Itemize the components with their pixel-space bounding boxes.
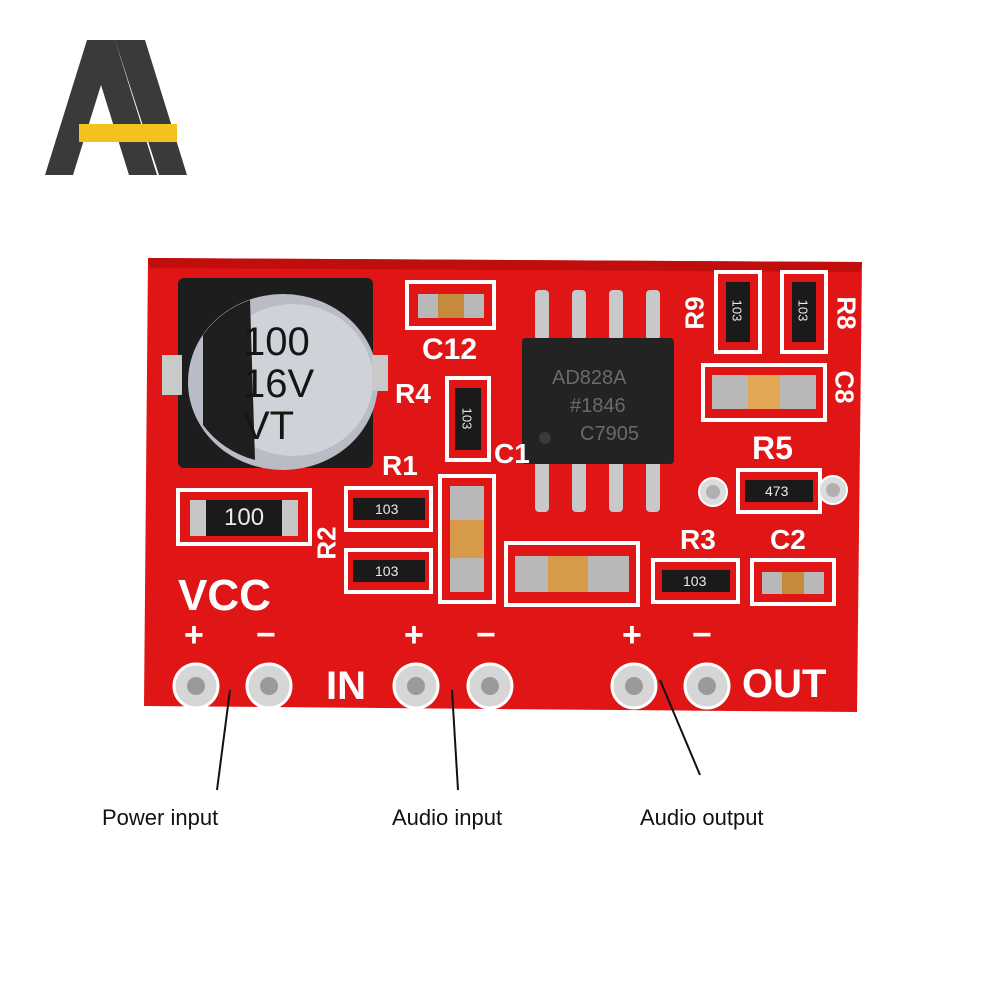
silk-r4: R4 — [395, 378, 431, 409]
silk-in-plus: + — [404, 616, 424, 654]
power-input-label: Power input — [102, 805, 219, 830]
capacitor-text-2: 16V — [243, 362, 315, 406]
silk-c12: C12 — [422, 333, 478, 366]
silk-out: OUT — [742, 662, 827, 706]
r2b-code: 103 — [375, 563, 399, 579]
audio-input-label: Audio input — [392, 805, 503, 830]
r9-code: 103 — [729, 299, 745, 322]
silk-in-minus: − — [476, 616, 496, 654]
r3-code: 103 — [683, 573, 707, 589]
silk-r1: R1 — [382, 450, 418, 481]
chip-text-3: C7905 — [580, 423, 639, 445]
r5-code: 473 — [765, 483, 789, 499]
brand-logo-icon — [45, 38, 190, 178]
silk-r5: R5 — [752, 430, 793, 466]
r8-code: 103 — [795, 299, 811, 322]
silk-vcc: VCC — [178, 571, 271, 620]
silk-out-minus: − — [692, 616, 712, 654]
silk-r2: R2 — [311, 526, 342, 560]
silk-vcc-plus: + — [184, 616, 204, 654]
silk-r9: R9 — [679, 296, 710, 330]
chip-text-2: #1846 — [570, 395, 626, 417]
r4-code: 103 — [459, 407, 475, 430]
silk-out-plus: + — [622, 616, 642, 654]
silk-c8: C8 — [829, 370, 860, 404]
silk-vcc-minus: − — [256, 616, 276, 654]
silk-c1: C1 — [494, 438, 530, 469]
r2-resistor-code: 100 — [224, 504, 265, 531]
capacitor-text-1: 100 — [243, 320, 310, 364]
silk-in: IN — [326, 664, 366, 708]
audio-output-label: Audio output — [640, 805, 764, 830]
chip-text-1: AD828A — [552, 367, 627, 389]
capacitor-text-3: VT — [243, 404, 295, 448]
r1-code: 103 — [375, 501, 399, 517]
silk-c2: C2 — [770, 524, 806, 555]
silk-r3: R3 — [680, 524, 716, 555]
silk-r8: R8 — [831, 296, 862, 330]
